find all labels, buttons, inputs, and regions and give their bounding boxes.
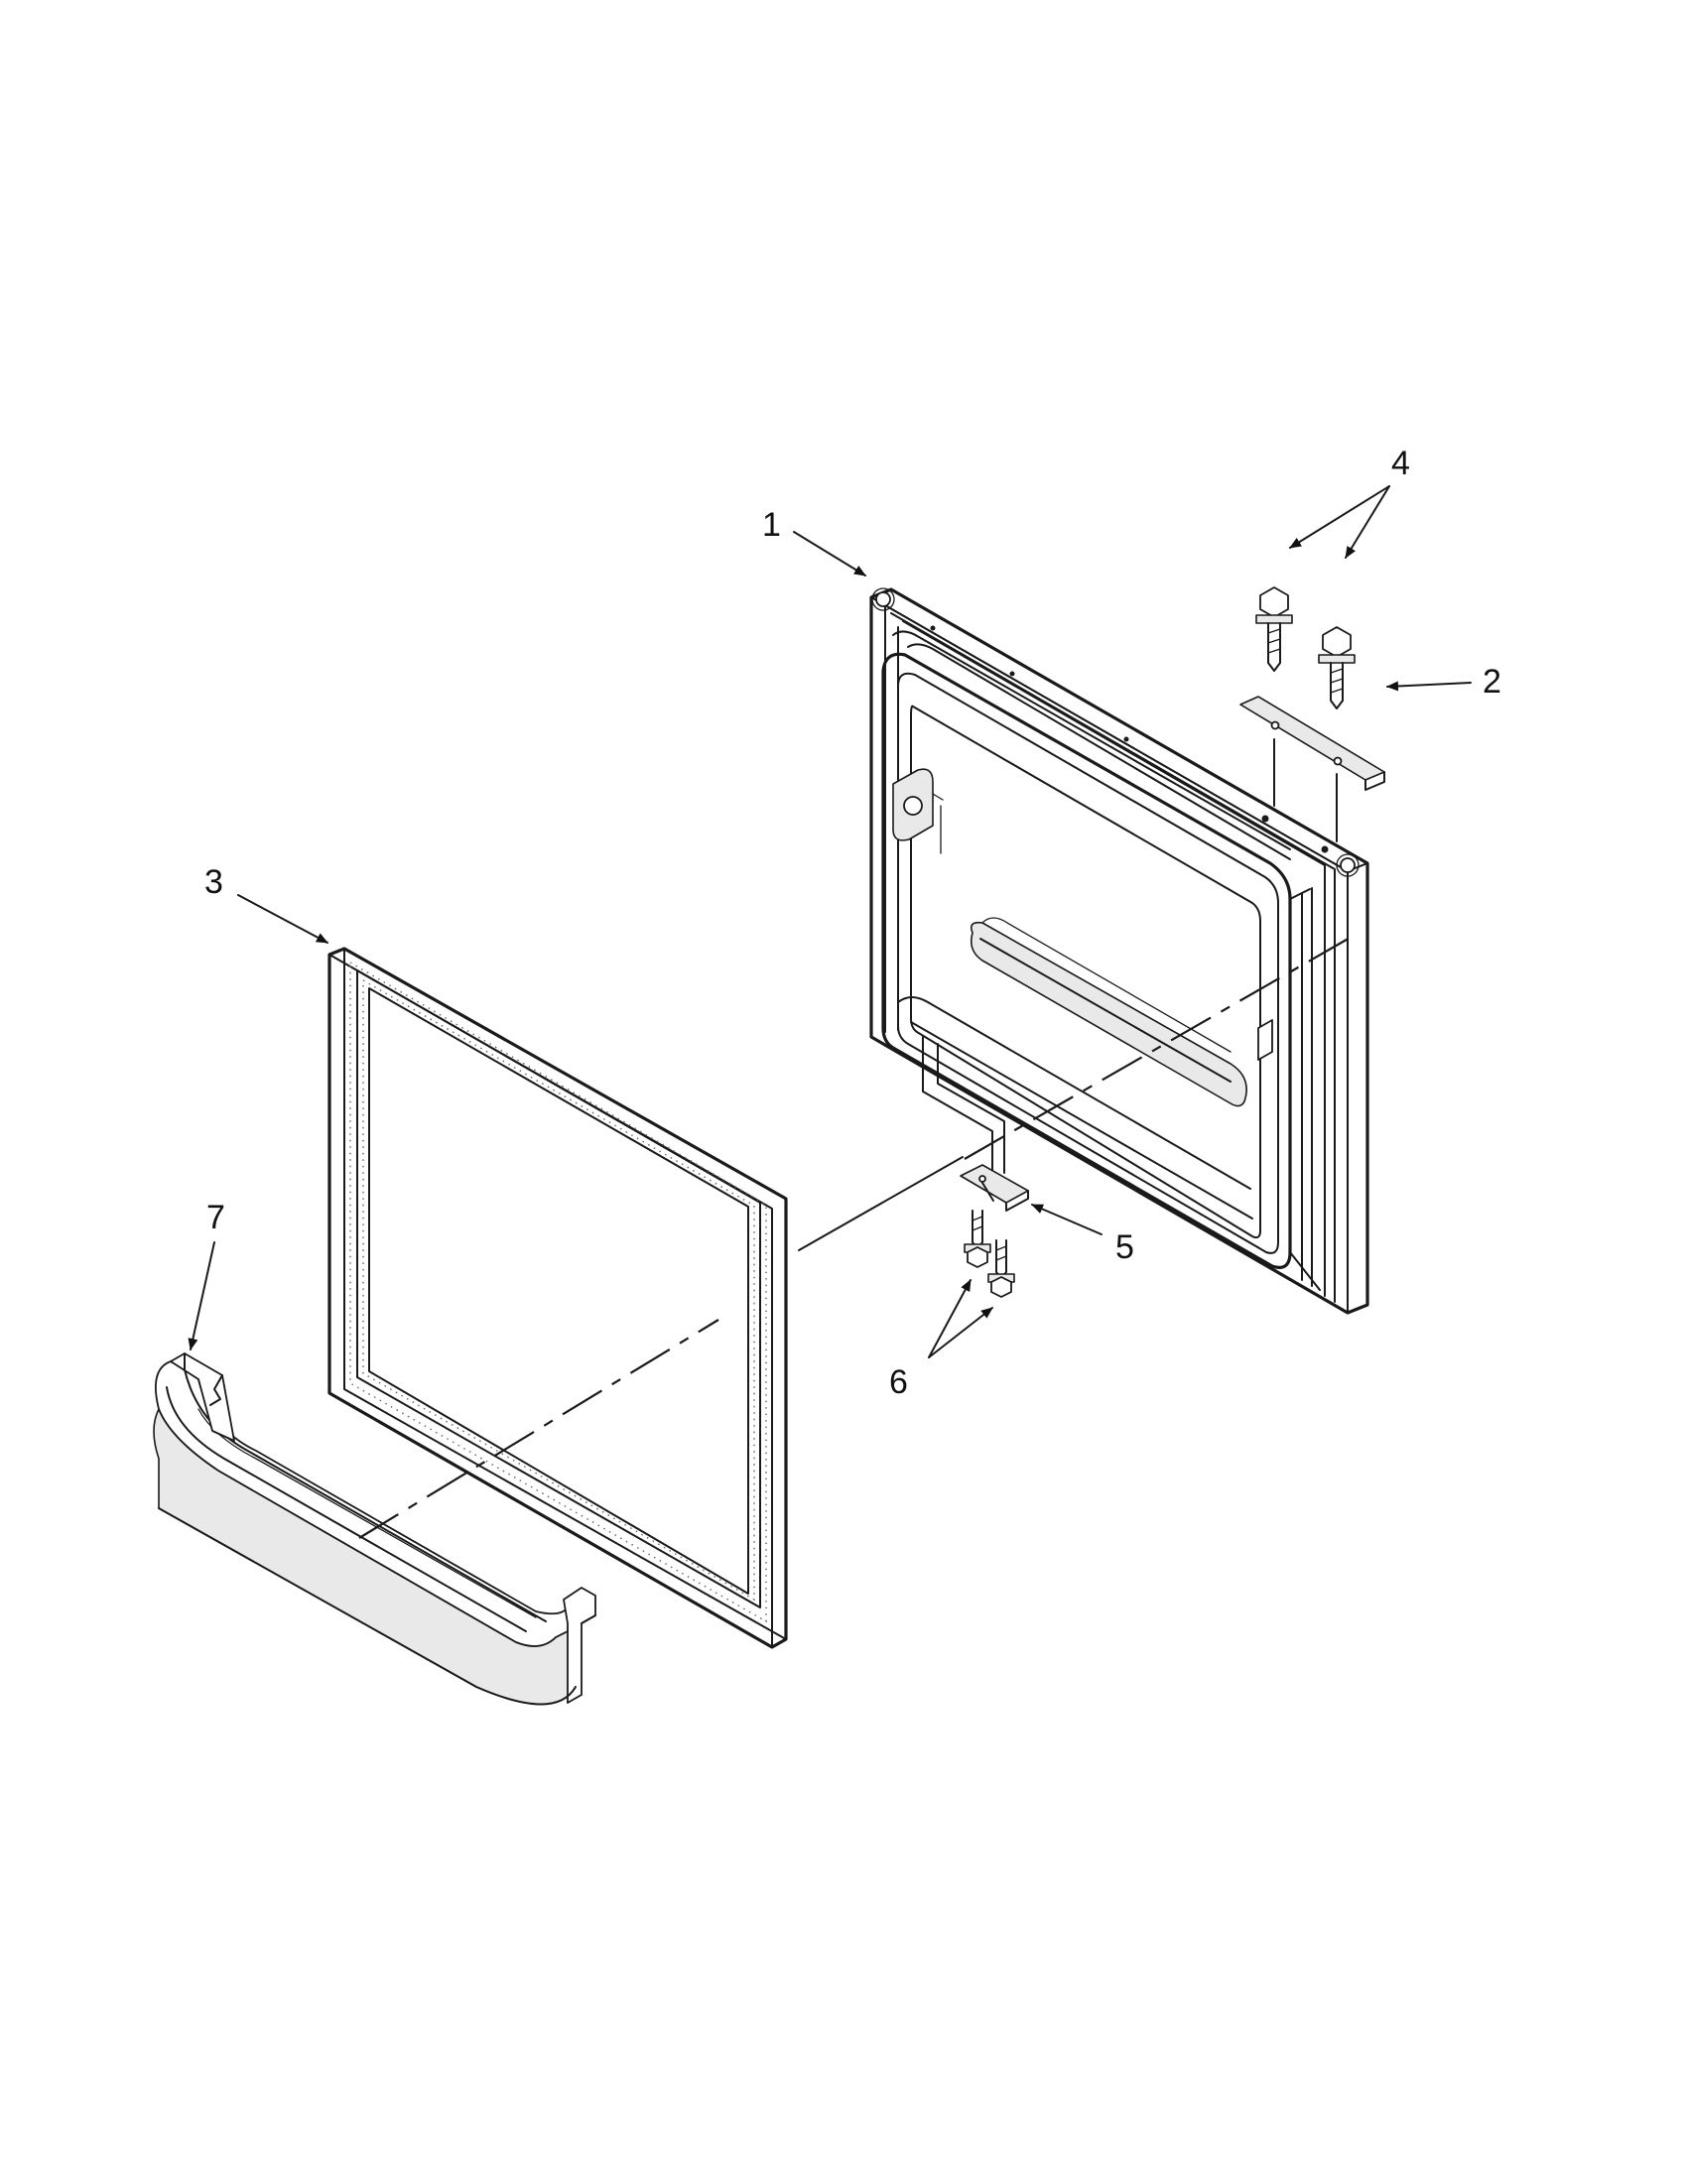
- callout-5: 5: [1115, 1228, 1134, 1266]
- callout-leaders: [188, 485, 1472, 1358]
- lower-bracket-icon: [960, 1164, 1029, 1212]
- callout-7: 7: [206, 1199, 225, 1236]
- bracket-screw-icon: [964, 1210, 1015, 1298]
- callout-1: 1: [762, 506, 781, 544]
- callout-labels: 1 2 3 4 5 6 7: [204, 445, 1501, 1401]
- door-gasket-icon: [327, 947, 788, 1649]
- door-bin-icon: [153, 1352, 596, 1706]
- callout-3: 3: [204, 863, 223, 901]
- callout-2: 2: [1483, 663, 1501, 701]
- callout-6: 6: [889, 1363, 908, 1401]
- hinge-bracket-icon: [1239, 696, 1385, 791]
- hinge-screw-icon: [1255, 586, 1356, 709]
- door-panel-icon: [869, 587, 1369, 1315]
- callout-4: 4: [1391, 445, 1410, 482]
